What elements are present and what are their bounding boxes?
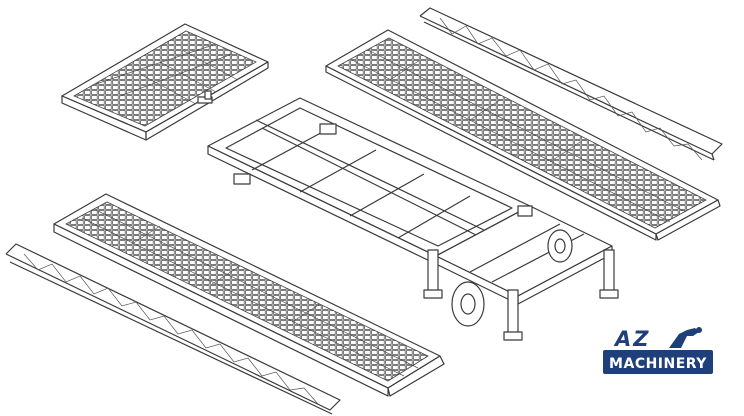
ramp-top-right	[325, 29, 721, 241]
az-machinery-logo: AZ MACHINERY	[603, 327, 713, 376]
dock-plate-top-left	[61, 23, 269, 141]
trailer-chassis	[207, 97, 619, 341]
excavator-arm-icon	[669, 327, 702, 348]
truss-rail-bottom-left	[5, 243, 341, 415]
logo-machinery-text: MACHINERY	[603, 350, 713, 374]
truss-rail-top-right	[419, 7, 723, 161]
ramp-bottom-left	[53, 193, 445, 397]
logo-az-text: AZ	[615, 327, 651, 351]
